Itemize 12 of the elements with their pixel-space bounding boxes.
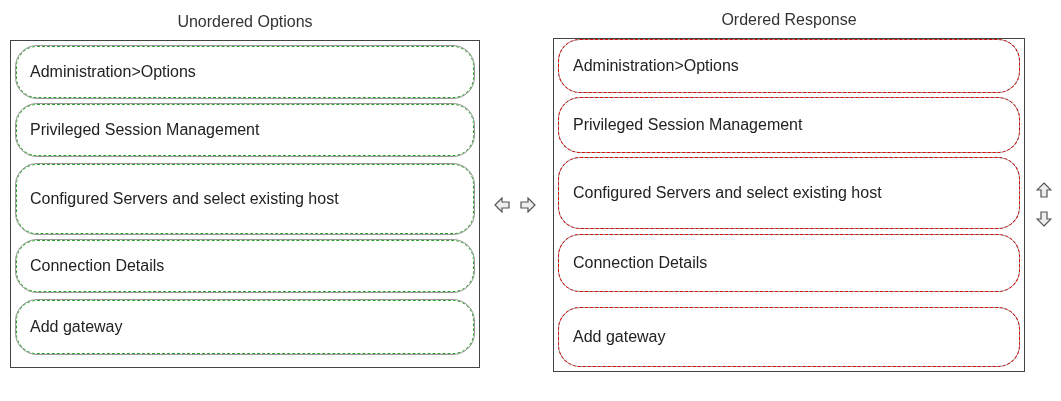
option-item: Privileged Session Management [15,103,475,157]
option-item: Connection Details [558,234,1020,292]
panel-heading: Ordered Response [720,10,858,30]
option-item: Configured Servers and select existing host [15,163,475,235]
option-item: Connection Details [15,239,475,293]
option-item: Administration>Options [15,45,475,99]
option-item: Administration>Options [558,39,1020,93]
panel-heading: Unordered Options [176,12,314,32]
option-item: Configured Servers and select existing host [558,157,1020,229]
option-item: Add gateway [558,307,1020,367]
option-item: Add gateway [15,299,475,355]
option-item: Privileged Session Management [558,97,1020,153]
